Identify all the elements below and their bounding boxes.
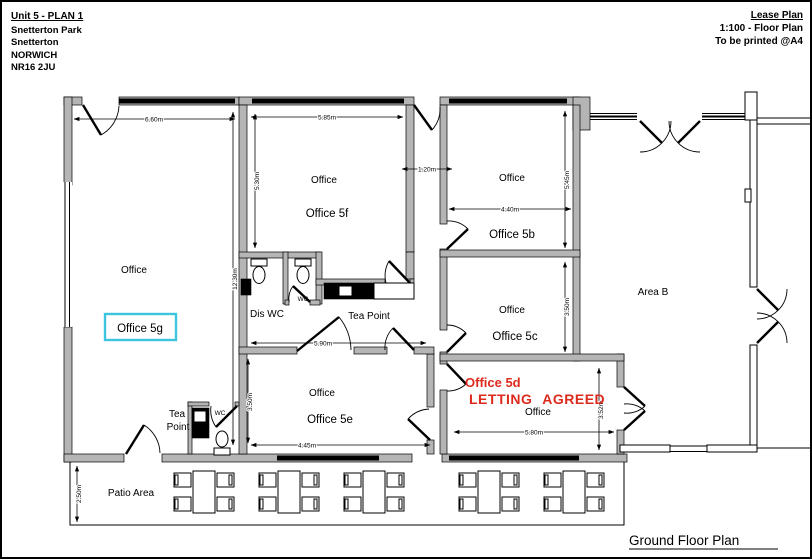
toilet xyxy=(250,258,268,284)
label-tea-lower: Tea xyxy=(169,409,186,420)
dim-5d-width: 5.80m xyxy=(525,430,543,437)
label-office-5e-generic: Office xyxy=(309,388,335,399)
label-point-lower: Point xyxy=(167,422,190,433)
label-dis-wc: Dis WC xyxy=(250,309,284,320)
address-line-4: NR16 2JU xyxy=(11,62,56,74)
plan-meta-block: Lease Plan 1:100 - Floor Plan To be prin… xyxy=(715,9,803,48)
dim-5e-depth: 3.50m xyxy=(247,393,254,411)
address-line-2: Snetterton xyxy=(11,37,59,49)
dim-5e-width-top: 5.90m xyxy=(314,341,332,348)
dim-5b-width: 4.40m xyxy=(501,207,519,214)
label-office-5b: Office 5b xyxy=(489,229,535,241)
dim-left-office-depth: 12.30m xyxy=(232,268,239,290)
label-wc-lower: WC xyxy=(215,410,226,417)
label-area-b: Area B xyxy=(638,287,669,298)
label-office-5d: Office 5d xyxy=(465,375,521,390)
label-office-5e: Office 5e xyxy=(307,414,353,426)
doors xyxy=(81,104,788,455)
label-office-5g: Office 5g xyxy=(117,323,163,335)
patio-area xyxy=(69,462,625,526)
dimensions: 6.60m 12.30m 5.85m 5.30m 1.20m 4.40m 5.4… xyxy=(73,110,615,523)
label-office-5b-generic: Office xyxy=(499,173,525,184)
office-5g-highlight-box xyxy=(103,312,178,342)
fixtures xyxy=(191,258,415,456)
label-wc-upper: WC xyxy=(298,296,309,303)
label-office-5f-generic: Office xyxy=(311,175,337,186)
lower-wc-fixtures xyxy=(191,407,231,456)
toilet xyxy=(294,258,312,284)
dim-left-office-width: 6.60m xyxy=(145,117,163,124)
label-office-5c-generic: Office xyxy=(499,305,525,316)
label-office-5f: Office 5f xyxy=(306,208,349,220)
plan-title: Unit 5 - PLAN 1 xyxy=(11,11,84,22)
label-office-5c: Office 5c xyxy=(492,331,537,343)
label-tea-point: Tea Point xyxy=(348,311,390,322)
lease-plan-title: Lease Plan xyxy=(750,10,803,21)
dim-5b-depth: 5.45m xyxy=(564,171,571,189)
dim-corridor-width: 1.20m xyxy=(418,167,436,174)
area-b-walls xyxy=(619,91,810,453)
tea-point-counter xyxy=(323,282,415,300)
dim-5f-depth: 5.30m xyxy=(254,172,261,190)
print-note: To be printed @A4 xyxy=(715,36,803,47)
address-line-3: NORWICH xyxy=(11,49,58,61)
address-line-1: Snetterton Park xyxy=(11,25,82,36)
dim-5c-depth: 3.50m xyxy=(564,298,571,316)
dim-5e-width-bottom: 4.45m xyxy=(298,443,316,450)
dim-patio-depth: 2.50m xyxy=(76,485,83,503)
plan-scale: 1:100 - Floor Plan xyxy=(719,23,803,34)
ground-floor-plan-label: Ground Floor Plan xyxy=(629,533,739,548)
label-office-left: Office xyxy=(121,265,147,276)
dim-5d-depth: 3.52m xyxy=(598,401,605,419)
project-title-block: Unit 5 - PLAN 1 Snetterton Park Snettert… xyxy=(11,10,83,74)
diswc-basin xyxy=(240,278,252,296)
label-office-5d-generic: Office xyxy=(525,407,551,418)
dim-5f-width: 5.85m xyxy=(318,115,336,122)
left-wall-window xyxy=(63,182,72,327)
label-patio-area: Patio Area xyxy=(108,488,155,499)
label-letting-agreed: LETTING AGREED xyxy=(469,391,605,407)
room-labels: Office Office 5g Office Office 5f Office… xyxy=(103,173,778,550)
